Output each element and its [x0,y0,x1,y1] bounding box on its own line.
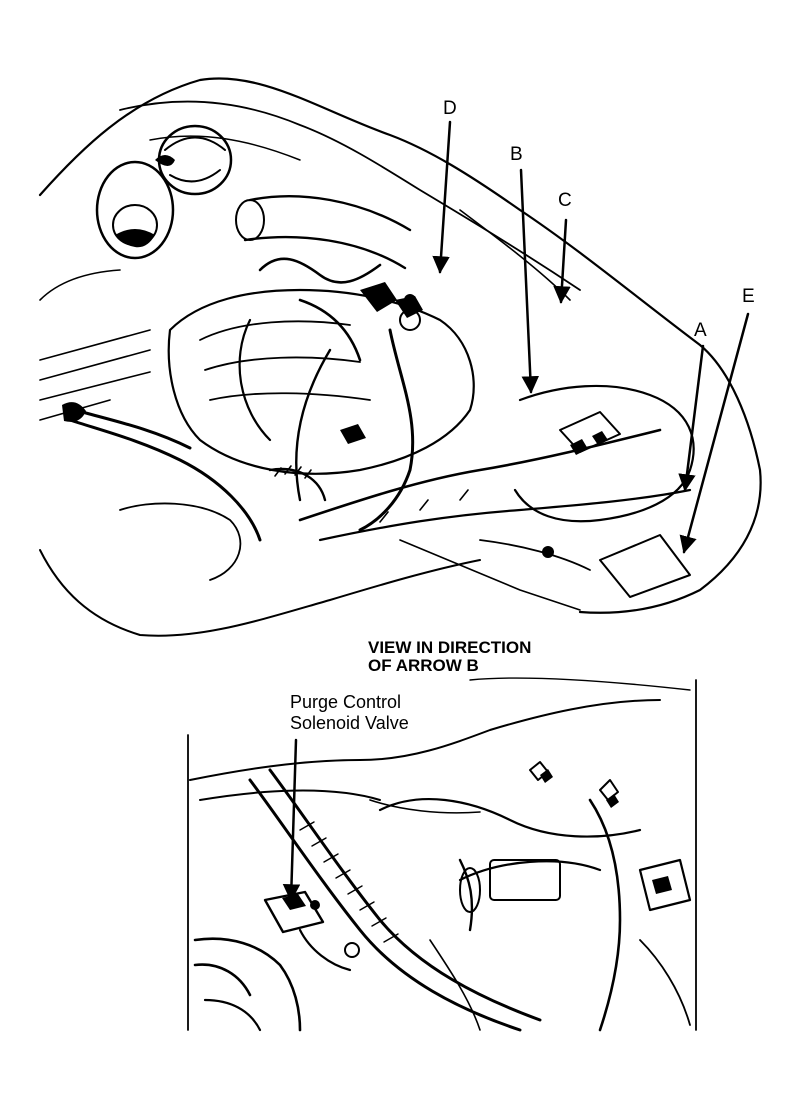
engine-compartment-illustration [38,77,762,637]
callout-a-label: A [694,320,707,341]
callout-a: A [678,320,707,492]
inset-heading-line1: VIEW IN DIRECTION [368,638,531,657]
part-label-line1: Purge Control [290,692,401,712]
part-label-line2: Solenoid Valve [290,713,409,733]
callout-c: C [553,190,572,304]
callout-b-arrow [519,168,540,394]
callout-a-arrow [678,344,705,492]
callout-e: E [679,286,755,554]
callout-e-label: E [742,286,755,307]
callout-d-arrow [432,120,452,274]
callout-e-arrow [679,312,750,554]
purge-control-solenoid-valve-callout: Purge Control Solenoid Valve [282,692,409,902]
callout-d-label: D [443,98,457,119]
inset-heading-line2: OF ARROW B [368,656,479,675]
callout-c-label: C [558,190,572,211]
callout-c-arrow [553,218,571,304]
callout-b-label: B [510,144,523,165]
inset-heading: VIEW IN DIRECTION OF ARROW B [368,638,531,675]
part-label-arrow [282,738,301,902]
callout-b: B [510,144,540,394]
callout-d: D [432,98,457,274]
inset-detail-illustration [187,677,697,1032]
